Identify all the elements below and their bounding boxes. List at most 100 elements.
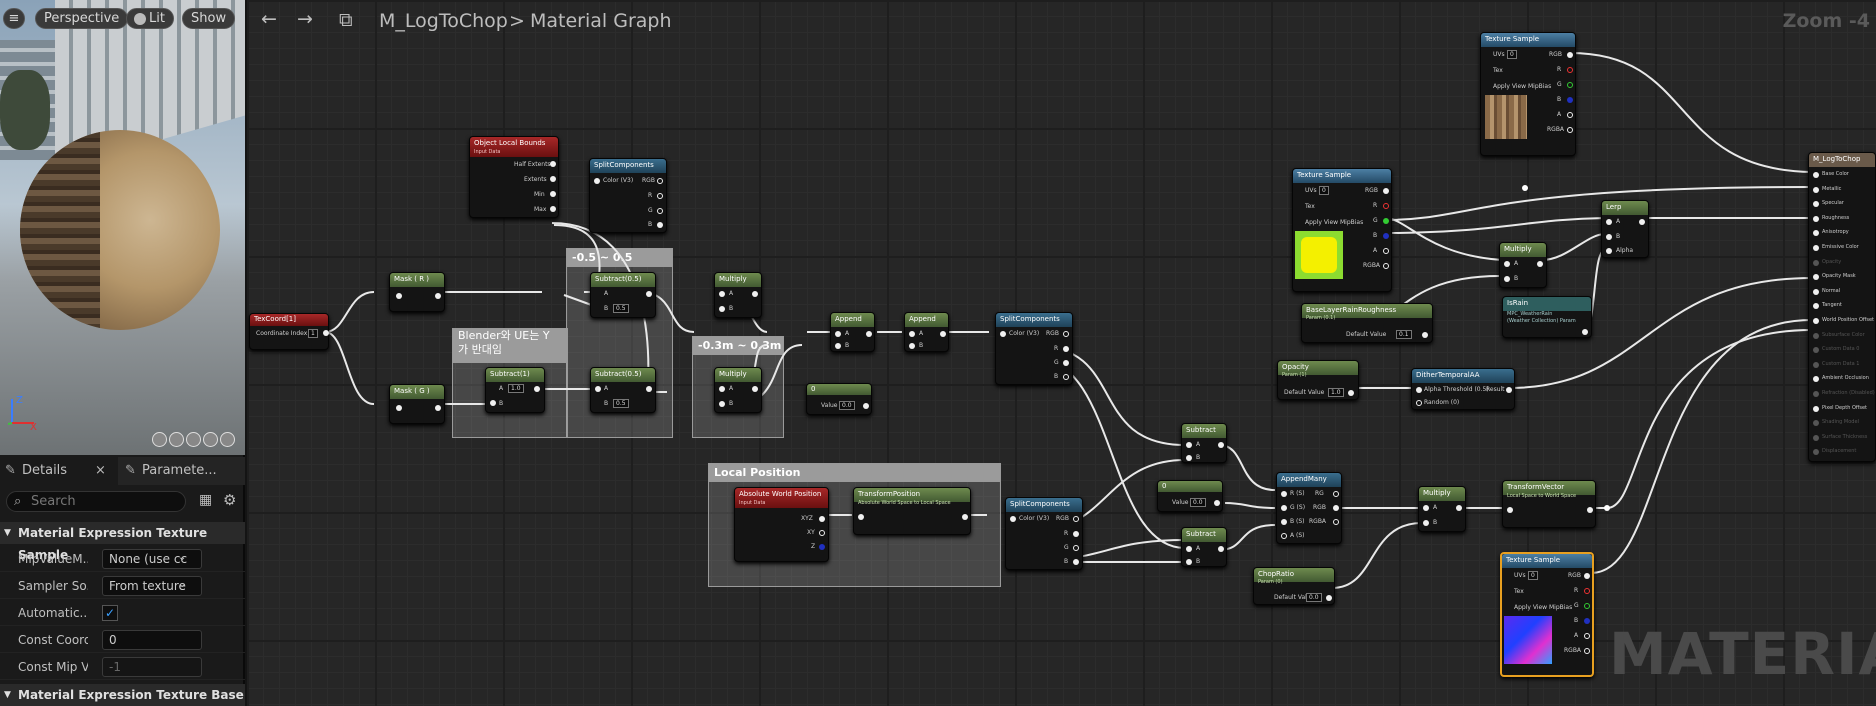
output-pin[interactable] xyxy=(1506,387,1512,393)
input-pin[interactable] xyxy=(835,343,841,349)
output-pin[interactable] xyxy=(1383,233,1389,239)
output-pin[interactable] xyxy=(1073,531,1079,537)
input-pin[interactable] xyxy=(719,291,725,297)
input-pin[interactable] xyxy=(1281,533,1287,539)
breadcrumb-asset[interactable]: M_LogToChop xyxy=(379,10,508,32)
back-arrow-icon[interactable]: ← xyxy=(261,8,277,30)
const-coordinate-input[interactable]: 0 xyxy=(102,630,202,650)
automatic-checkbox[interactable]: ✓ xyxy=(102,605,118,621)
input-pin[interactable] xyxy=(909,331,915,337)
input-pin[interactable] xyxy=(1423,505,1429,511)
output-pin[interactable] xyxy=(1537,261,1543,267)
output-pin[interactable] xyxy=(940,331,946,337)
input-pin[interactable] xyxy=(1416,400,1422,406)
input-pin[interactable] xyxy=(1813,405,1819,412)
value-input[interactable]: 0.0 xyxy=(1306,593,1322,602)
input-pin[interactable] xyxy=(396,405,402,411)
output-pin[interactable] xyxy=(819,544,825,550)
input-pin[interactable] xyxy=(1813,303,1819,310)
preview-shape-buttons[interactable] xyxy=(152,432,242,448)
output-pin[interactable] xyxy=(1567,82,1573,88)
output-pin[interactable] xyxy=(1584,648,1590,654)
output-pin[interactable] xyxy=(323,330,329,336)
input-pin[interactable] xyxy=(858,514,864,520)
input-pin[interactable] xyxy=(1186,442,1192,448)
node-append[interactable]: Append A B xyxy=(830,312,875,352)
input-pin[interactable] xyxy=(719,401,725,407)
input-pin[interactable] xyxy=(396,293,402,299)
section-texture-sample[interactable]: ▼Material Expression Texture Sample xyxy=(0,522,245,562)
input-pin[interactable] xyxy=(719,306,725,312)
gear-icon[interactable]: ⚙ xyxy=(223,491,237,509)
node-subtract[interactable]: Subtract A B xyxy=(1181,527,1227,567)
input-pin[interactable] xyxy=(1010,516,1016,522)
output-pin[interactable] xyxy=(550,191,556,197)
input-pin[interactable] xyxy=(1813,245,1819,251)
input-pin[interactable] xyxy=(1813,376,1819,383)
output-pin[interactable] xyxy=(863,403,869,409)
input-pin[interactable] xyxy=(1186,559,1192,565)
input-pin[interactable] xyxy=(1186,546,1192,552)
input-pin[interactable] xyxy=(1813,288,1819,295)
input-pin[interactable] xyxy=(595,386,601,392)
input-pin[interactable] xyxy=(719,386,725,392)
output-pin[interactable] xyxy=(1218,546,1224,552)
value-input[interactable]: 1.0 xyxy=(508,384,524,393)
input-pin[interactable] xyxy=(1813,332,1819,339)
input-pin[interactable] xyxy=(1186,455,1192,461)
output-pin[interactable] xyxy=(550,161,556,167)
mip-value-mode-dropdown[interactable]: None (use cc xyxy=(102,549,202,569)
node-split-components[interactable]: SplitComponents Color (V3) RGB R G B xyxy=(995,312,1073,385)
input-pin[interactable] xyxy=(1813,318,1819,324)
output-pin[interactable] xyxy=(1333,491,1339,497)
output-pin[interactable] xyxy=(1333,505,1339,511)
input-pin[interactable] xyxy=(1813,361,1819,368)
output-pin[interactable] xyxy=(657,208,663,214)
input-pin[interactable] xyxy=(1507,507,1513,513)
output-pin[interactable] xyxy=(657,222,663,228)
node-multiply[interactable]: Multiply A B xyxy=(1418,486,1466,532)
close-tab-icon[interactable]: × xyxy=(95,463,106,478)
input-pin[interactable] xyxy=(835,331,841,337)
viewport-menu-button[interactable]: ≡ xyxy=(3,8,25,29)
value-input[interactable]: 0.0 xyxy=(839,401,855,410)
output-pin[interactable] xyxy=(1063,360,1069,366)
output-pin[interactable] xyxy=(1073,516,1079,522)
input-pin[interactable] xyxy=(1281,491,1287,497)
value-input[interactable]: 0.1 xyxy=(1396,330,1412,339)
output-pin[interactable] xyxy=(1218,442,1224,448)
input-pin[interactable] xyxy=(1813,434,1819,441)
value-input[interactable]: 1.0 xyxy=(1328,388,1344,397)
node-split-components[interactable]: SplitComponents Color (V3) RGB R G B xyxy=(589,158,667,233)
show-button[interactable]: Show xyxy=(182,8,236,29)
output-pin[interactable] xyxy=(1584,588,1590,594)
uv-input[interactable]: 0 xyxy=(1319,186,1329,195)
output-pin[interactable] xyxy=(1567,127,1573,133)
input-pin[interactable] xyxy=(1423,520,1429,526)
output-pin[interactable] xyxy=(1063,331,1069,337)
tab-details[interactable]: ✎Details× xyxy=(0,457,118,485)
input-pin[interactable] xyxy=(1813,420,1819,427)
output-pin[interactable] xyxy=(1214,500,1220,506)
material-graph-canvas[interactable]: ← → ⧉ M_LogToChop > Material Graph Zoom … xyxy=(247,0,1876,706)
output-pin[interactable] xyxy=(1456,505,1462,511)
output-pin[interactable] xyxy=(1063,346,1069,352)
output-pin[interactable] xyxy=(1073,559,1079,565)
output-pin[interactable] xyxy=(435,405,441,411)
output-pin[interactable] xyxy=(1567,52,1573,58)
value-input[interactable]: 0.5 xyxy=(613,399,629,408)
value-input[interactable]: 0.5 xyxy=(613,304,629,313)
uv-input[interactable]: 0 xyxy=(1507,50,1517,59)
